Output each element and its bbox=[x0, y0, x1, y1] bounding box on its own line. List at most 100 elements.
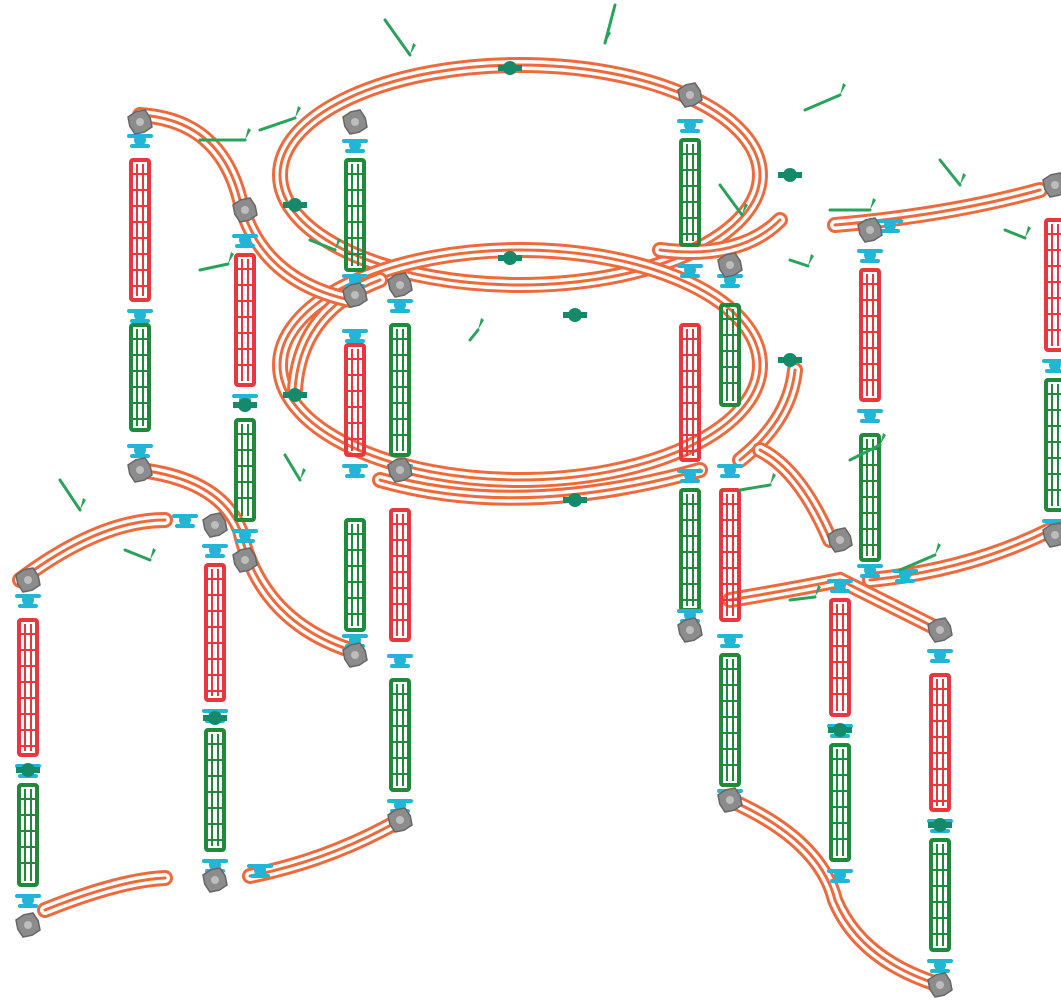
connector bbox=[677, 469, 703, 483]
connector bbox=[1042, 359, 1061, 373]
hub bbox=[677, 82, 703, 108]
connector bbox=[717, 634, 743, 648]
flag bbox=[803, 83, 846, 112]
hub bbox=[387, 272, 413, 298]
hub bbox=[927, 617, 953, 643]
hubs-layer bbox=[15, 82, 1061, 998]
green-rod bbox=[234, 418, 256, 522]
connector bbox=[127, 309, 153, 323]
clip bbox=[283, 198, 307, 212]
flag bbox=[198, 128, 251, 142]
connector bbox=[677, 119, 703, 133]
green-rod bbox=[929, 838, 951, 952]
flags-layer bbox=[58, 3, 1031, 602]
hub bbox=[15, 567, 41, 593]
red-rod bbox=[204, 563, 226, 702]
hub bbox=[827, 527, 853, 553]
clip bbox=[928, 818, 952, 832]
hub bbox=[202, 512, 228, 538]
hub bbox=[857, 217, 883, 243]
flag bbox=[283, 453, 306, 482]
connector bbox=[342, 329, 368, 343]
hub bbox=[387, 807, 413, 833]
connector bbox=[892, 569, 918, 583]
hub bbox=[232, 197, 258, 223]
connector bbox=[247, 864, 273, 878]
green-rod bbox=[859, 433, 881, 562]
curved-track bbox=[242, 812, 408, 884]
hub bbox=[127, 109, 153, 135]
tracks-layer bbox=[12, 57, 1058, 993]
curved-track bbox=[12, 512, 173, 588]
connector bbox=[927, 649, 953, 663]
green-rod bbox=[719, 653, 741, 787]
clip bbox=[203, 711, 227, 725]
connector bbox=[827, 869, 853, 883]
flag bbox=[788, 254, 814, 268]
flag bbox=[468, 318, 484, 342]
red-rod bbox=[679, 323, 701, 462]
connector bbox=[827, 579, 853, 593]
connector bbox=[15, 594, 41, 608]
connector bbox=[717, 464, 743, 478]
hub bbox=[232, 547, 258, 573]
connector bbox=[387, 299, 413, 313]
connector bbox=[342, 464, 368, 478]
flag bbox=[898, 543, 941, 572]
hub bbox=[342, 109, 368, 135]
clip bbox=[778, 168, 802, 182]
curved-track bbox=[652, 212, 788, 260]
clip bbox=[233, 398, 257, 412]
clip bbox=[16, 763, 40, 777]
curved-track bbox=[862, 522, 1058, 588]
clip bbox=[563, 308, 587, 322]
connector bbox=[15, 894, 41, 908]
green-rod bbox=[1044, 378, 1061, 512]
flag bbox=[603, 3, 617, 45]
flag bbox=[58, 478, 86, 512]
hub bbox=[1042, 172, 1061, 198]
red-rod bbox=[859, 268, 881, 402]
connector bbox=[857, 409, 883, 423]
flag bbox=[123, 548, 156, 562]
flag bbox=[788, 585, 821, 602]
green-rod bbox=[129, 323, 151, 432]
clip bbox=[498, 61, 522, 75]
hub bbox=[387, 457, 413, 483]
flag bbox=[258, 106, 301, 132]
clip bbox=[283, 388, 307, 402]
curved-track bbox=[732, 362, 803, 468]
clip bbox=[563, 493, 587, 507]
connector bbox=[232, 234, 258, 248]
green-rod bbox=[829, 743, 851, 862]
red-rod bbox=[719, 488, 741, 622]
curved-track bbox=[722, 792, 948, 993]
hub bbox=[717, 252, 743, 278]
green-rod bbox=[389, 323, 411, 457]
red-rod bbox=[829, 598, 851, 717]
connector bbox=[172, 514, 198, 528]
green-rod bbox=[344, 518, 366, 632]
connector bbox=[387, 654, 413, 668]
green-rod bbox=[204, 728, 226, 852]
clip bbox=[778, 353, 802, 367]
green-rod bbox=[719, 303, 741, 407]
red-rod bbox=[234, 253, 256, 387]
flag bbox=[938, 158, 966, 187]
curved-track bbox=[372, 462, 708, 506]
hub bbox=[15, 912, 41, 938]
curved-track bbox=[752, 442, 838, 548]
flag bbox=[828, 198, 876, 212]
connectors-layer bbox=[15, 61, 1061, 973]
flag bbox=[1003, 226, 1031, 240]
red-rod bbox=[1044, 218, 1061, 352]
red-rod bbox=[389, 508, 411, 642]
green-rod bbox=[679, 488, 701, 612]
hub bbox=[927, 972, 953, 998]
connector bbox=[677, 264, 703, 278]
rods-layer bbox=[17, 138, 1061, 952]
hub bbox=[1042, 522, 1061, 548]
green-rod bbox=[344, 158, 366, 272]
hub bbox=[342, 642, 368, 668]
